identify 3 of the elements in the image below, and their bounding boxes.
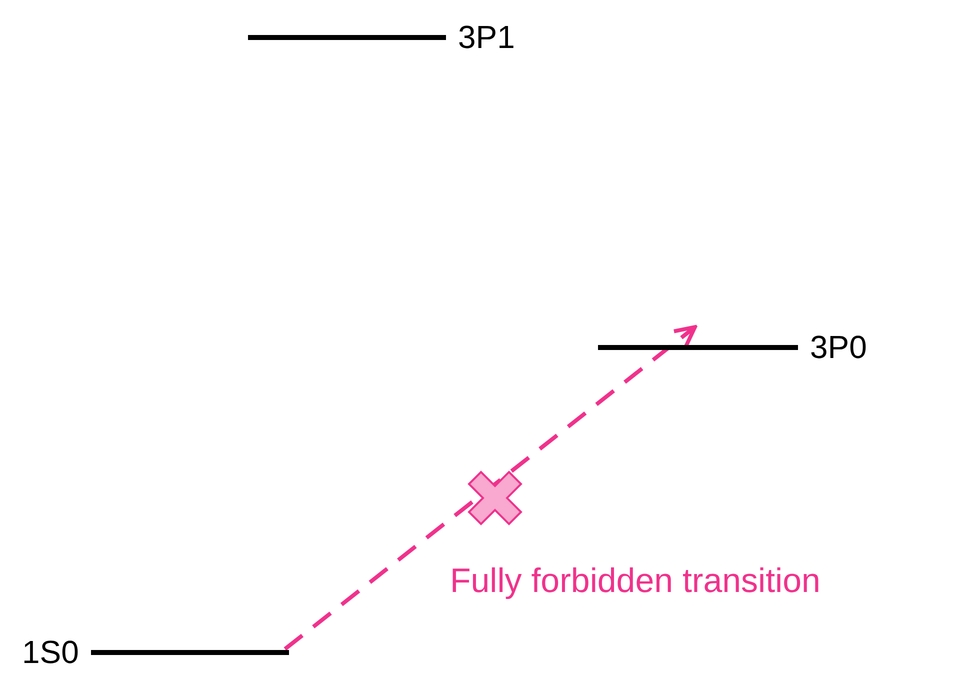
level-label: 3P0 (810, 328, 867, 367)
level-label: 3P1 (458, 18, 515, 57)
level-label: 1S0 (22, 633, 79, 672)
